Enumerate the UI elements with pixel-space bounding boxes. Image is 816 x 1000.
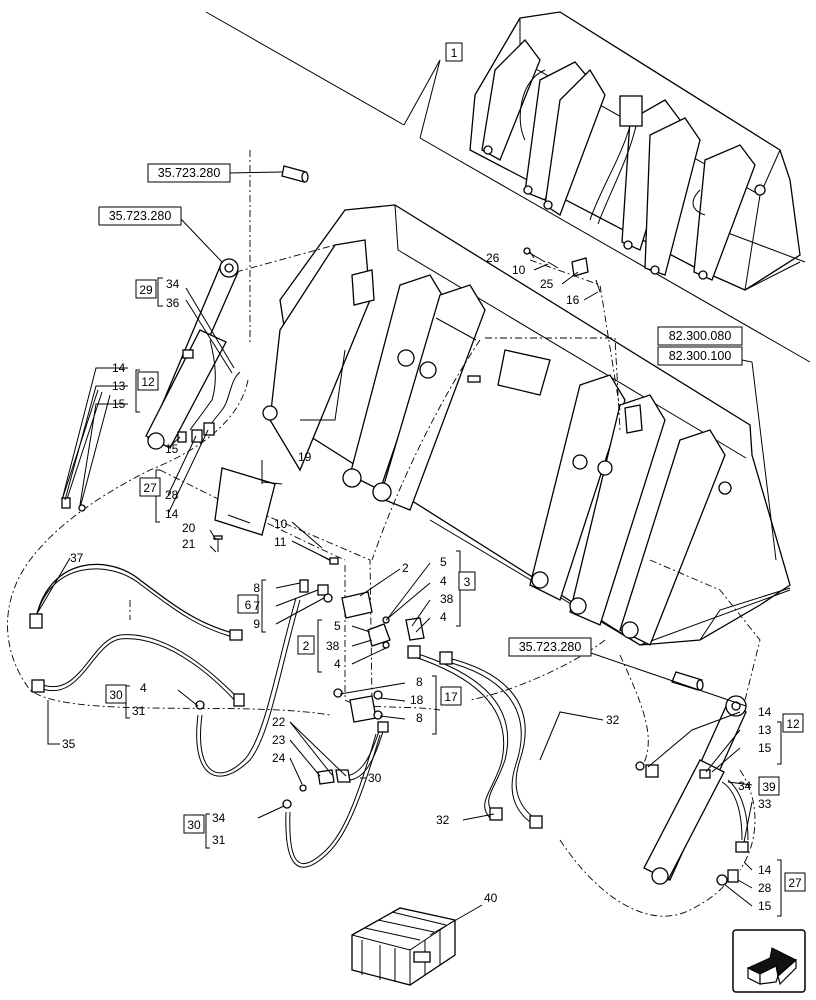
callout-37: 37 (70, 551, 84, 565)
callout-2: 2 (402, 561, 409, 575)
ref-bucket-b[interactable]: 82.300.100 (669, 349, 732, 363)
box-label-2[interactable]: 2 (303, 639, 310, 653)
box-label-1[interactable]: 1 (451, 46, 458, 60)
callout-30: 30 (368, 771, 382, 785)
long-hose-35 (31, 634, 245, 707)
callout-13-right: 13 (758, 723, 772, 737)
detail-separator (205, 11, 811, 363)
box-label-30-upper[interactable]: 30 (109, 688, 123, 702)
shield-cover-19 (214, 467, 283, 536)
callout-31-upper: 31 (132, 704, 146, 718)
hose-31-upper (195, 597, 301, 777)
callout-14-right-lower: 14 (758, 863, 772, 877)
callout-13-left: 13 (112, 379, 126, 393)
callout-14-left: 14 (112, 361, 126, 375)
hoses-32 (407, 645, 543, 829)
callout-15-right-lower: 15 (758, 899, 772, 913)
callout-10-mid: 10 (274, 517, 288, 531)
callout-22: 22 (272, 715, 286, 729)
callout-21: 21 (182, 537, 196, 551)
ref-right-cylinder[interactable]: 35.723.280 (519, 640, 582, 654)
callout-15-right: 15 (758, 741, 772, 755)
callout-23: 23 (272, 733, 286, 747)
ref-bucket-a[interactable]: 82.300.080 (669, 329, 732, 343)
callout-4-hose: 4 (140, 681, 147, 695)
callout-20: 20 (182, 521, 196, 535)
box-label-27-left[interactable]: 27 (143, 481, 157, 495)
callout-26: 26 (486, 251, 500, 265)
left-cyl-fittings (177, 422, 215, 443)
callout-34-right: 34 (738, 779, 752, 793)
callout-28-left: 28 (165, 488, 179, 502)
callout-35: 35 (62, 737, 76, 751)
callout-33: 33 (758, 797, 772, 811)
callout-38-left: 38 (326, 639, 340, 653)
hose-30-assembly (299, 721, 389, 792)
box-label-6[interactable]: 6 (245, 598, 252, 612)
hose-31-lower (282, 733, 381, 868)
leader-lines (37, 171, 777, 936)
pin-part (281, 165, 309, 183)
next-page-arrow-icon[interactable] (732, 929, 806, 993)
box-label-27-right[interactable]: 27 (788, 876, 802, 890)
boxed-labels (105, 42, 806, 892)
callout-5-left: 5 (334, 619, 341, 633)
long-hose-37 (29, 563, 243, 641)
callout-8-valve-a: 8 (416, 675, 423, 689)
callout-11: 11 (274, 535, 287, 549)
bucket-detail-image (469, 11, 806, 291)
callout-8-valve-b: 8 (416, 711, 423, 725)
callout-32-lower: 32 (436, 813, 450, 827)
reference-boxes (98, 163, 743, 657)
callout-5-right: 5 (440, 555, 447, 569)
ref-left-cylinder[interactable]: 35.723.280 (109, 209, 172, 223)
small-parts-top (523, 247, 601, 293)
callout-7: 7 (253, 599, 260, 613)
callout-14-cyl: 14 (165, 507, 179, 521)
callout-24: 24 (272, 751, 286, 765)
crate-40 (351, 907, 456, 986)
callout-15-cyl: 15 (165, 442, 179, 456)
bracket-lines (125, 277, 782, 917)
callout-40: 40 (484, 891, 498, 905)
callout-28-right: 28 (758, 881, 772, 895)
ref-top-pin[interactable]: 35.723.280 (158, 166, 221, 180)
left-lift-cylinder (145, 258, 241, 450)
box-label-3[interactable]: 3 (464, 575, 471, 589)
callout-36: 36 (166, 296, 180, 310)
box-label-29[interactable]: 29 (139, 283, 153, 297)
box-label-17[interactable]: 17 (444, 690, 458, 704)
callout-16: 16 (566, 293, 580, 307)
main-bucket (262, 204, 791, 646)
box-label-12-left[interactable]: 12 (141, 375, 155, 389)
callout-34-left: 34 (166, 277, 180, 291)
callout-31-lower: 31 (212, 833, 226, 847)
callout-18: 18 (410, 693, 424, 707)
callout-19: 19 (298, 450, 312, 464)
callout-numbers: 26 10 25 16 34 36 14 13 15 15 28 14 19 2… (62, 251, 772, 913)
valve-block (299, 554, 425, 723)
callout-14-right: 14 (758, 705, 772, 719)
callout-25: 25 (540, 277, 554, 291)
callout-34-lower: 34 (212, 811, 226, 825)
box-label-30-lower[interactable]: 30 (187, 818, 201, 832)
callout-38-right: 38 (440, 592, 454, 606)
callout-4-right-a: 4 (440, 574, 447, 588)
callout-8-left: 8 (253, 581, 260, 595)
right-lift-cylinder (643, 671, 747, 885)
callout-4-right-b: 4 (440, 610, 447, 624)
callout-15-left: 15 (112, 397, 126, 411)
callout-9: 9 (253, 617, 260, 631)
box-label-39[interactable]: 39 (762, 780, 776, 794)
box-label-12-right[interactable]: 12 (786, 717, 800, 731)
callout-4-left: 4 (334, 657, 341, 671)
callout-32-upper: 32 (606, 713, 620, 727)
right-cyl-fittings (635, 761, 749, 886)
callout-10-top: 10 (512, 263, 526, 277)
